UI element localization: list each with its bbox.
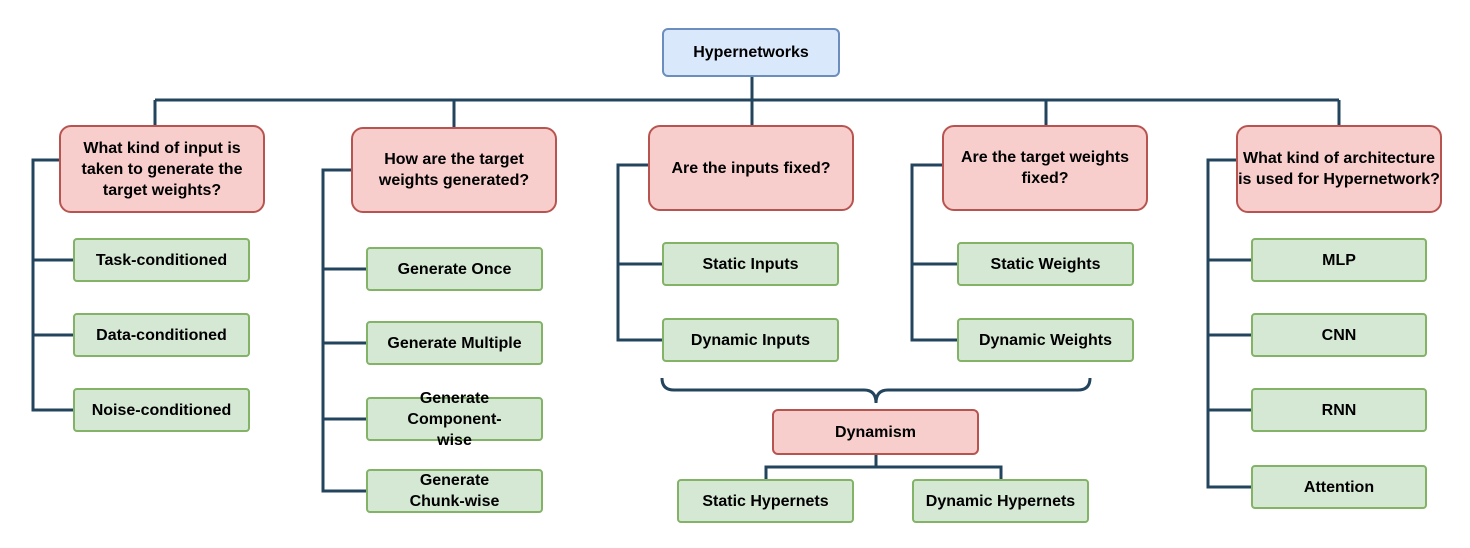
connector-col3 (616, 163, 662, 342)
connector-col4 (910, 163, 957, 342)
option-generate-once: Generate Once (366, 247, 543, 291)
connector-col2 (321, 168, 366, 493)
option-static-inputs: Static Inputs (662, 242, 839, 286)
option-cnn: CNN (1251, 313, 1427, 357)
option-static-hypernets: Static Hypernets (677, 479, 854, 523)
question-architecture: What kind of architecture is used for Hy… (1236, 125, 1442, 213)
option-attention: Attention (1251, 465, 1427, 509)
question-weights-fixed: Are the target weights fixed? (942, 125, 1148, 211)
option-mlp: MLP (1251, 238, 1427, 282)
option-data-conditioned: Data-conditioned (73, 313, 250, 357)
option-generate-component-wise: Generate Component-wise (366, 390, 543, 449)
option-generate-chunk-wise: Generate Chunk-wise (366, 469, 543, 513)
question-inputs-fixed: Are the inputs fixed? (648, 125, 854, 211)
option-task-conditioned: Task-conditioned (73, 238, 250, 282)
dynamism-node: Dynamism (772, 409, 979, 455)
option-dynamic-inputs: Dynamic Inputs (662, 318, 839, 362)
root-label: Hypernetworks (693, 44, 809, 61)
option-dynamic-weights: Dynamic Weights (957, 318, 1134, 362)
option-noise-conditioned: Noise-conditioned (73, 388, 250, 432)
option-static-weights: Static Weights (957, 242, 1134, 286)
connector-col1 (31, 158, 73, 412)
connector-brace (660, 377, 1092, 404)
option-dynamic-hypernets: Dynamic Hypernets (912, 479, 1089, 523)
root-node: Hypernetworks (662, 28, 840, 77)
question-generation-method: How are the target weights generated? (351, 127, 557, 213)
connector-dynamism (764, 455, 1003, 483)
connector-col5 (1206, 158, 1251, 489)
option-generate-multiple: Generate Multiple (366, 321, 543, 365)
option-rnn: RNN (1251, 388, 1427, 432)
question-input-type: What kind of input is taken to generate … (59, 125, 265, 213)
